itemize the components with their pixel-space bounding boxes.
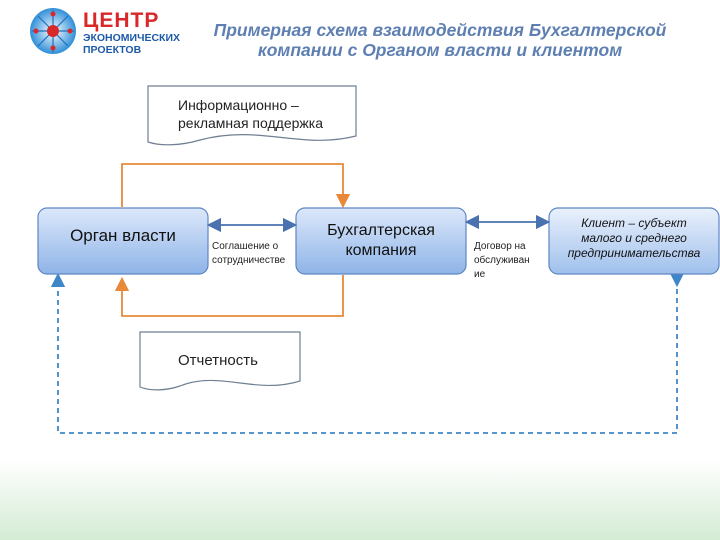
contract-line1: Договор на (474, 241, 526, 252)
reporting-label: Отчетность (178, 352, 258, 369)
info-support-line1: Информационно – (178, 97, 299, 113)
dashed-feedback-line (50, 272, 685, 434)
logo-emblem-icon (30, 8, 76, 54)
info-support-document (147, 85, 357, 146)
client-label: Клиент – субъект малого и среднего предп… (549, 208, 719, 274)
orange-arrow-top (121, 163, 351, 209)
agreement-line2: сотрудничестве (212, 255, 286, 266)
contract-line3: ие (474, 269, 486, 280)
company-label: Бухгалтерская компания (296, 208, 466, 274)
logo: ЦЕНТР ЭКОНОМИЧЕСКИХ ПРОЕКТОВ (28, 6, 198, 56)
client-line2: малого и среднего (581, 230, 687, 245)
authority-text: Орган власти (70, 226, 176, 245)
company-line1: Бухгалтерская (327, 222, 435, 239)
company-line2: компания (345, 242, 417, 259)
logo-subtitle-line1: ЭКОНОМИЧЕСКИХ (83, 32, 181, 44)
company-box (295, 207, 467, 275)
orange-arrow-bottom (114, 275, 344, 317)
agreement-label: Соглашение о сотрудничестве (212, 240, 285, 268)
background-gradient (0, 460, 720, 540)
reporting-document (139, 331, 301, 391)
logo-subtitle-line2: ПРОЕКТОВ (83, 44, 142, 56)
page-title: Примерная схема взаимодействия Бухгалтер… (200, 20, 680, 60)
contract-line2: обслуживан (474, 255, 530, 266)
info-support-line2: рекламная поддержка (178, 115, 323, 131)
contract-label: Договор на обслуживан ие (474, 240, 530, 282)
client-box (548, 207, 720, 275)
agreement-line1: Соглашение о (212, 241, 279, 252)
authority-box (37, 207, 209, 275)
client-line3: предпринимательства (567, 245, 701, 260)
title-line2: компании с Органом власти и клиентом (257, 40, 623, 60)
title-line1: Примерная схема взаимодействия Бухгалтер… (213, 20, 667, 40)
authority-label: Орган власти (38, 208, 208, 274)
info-support-label: Информационно – рекламная поддержка (178, 96, 323, 132)
client-line1: Клиент – субъект (581, 215, 687, 230)
logo-word: ЦЕНТР (83, 9, 160, 32)
